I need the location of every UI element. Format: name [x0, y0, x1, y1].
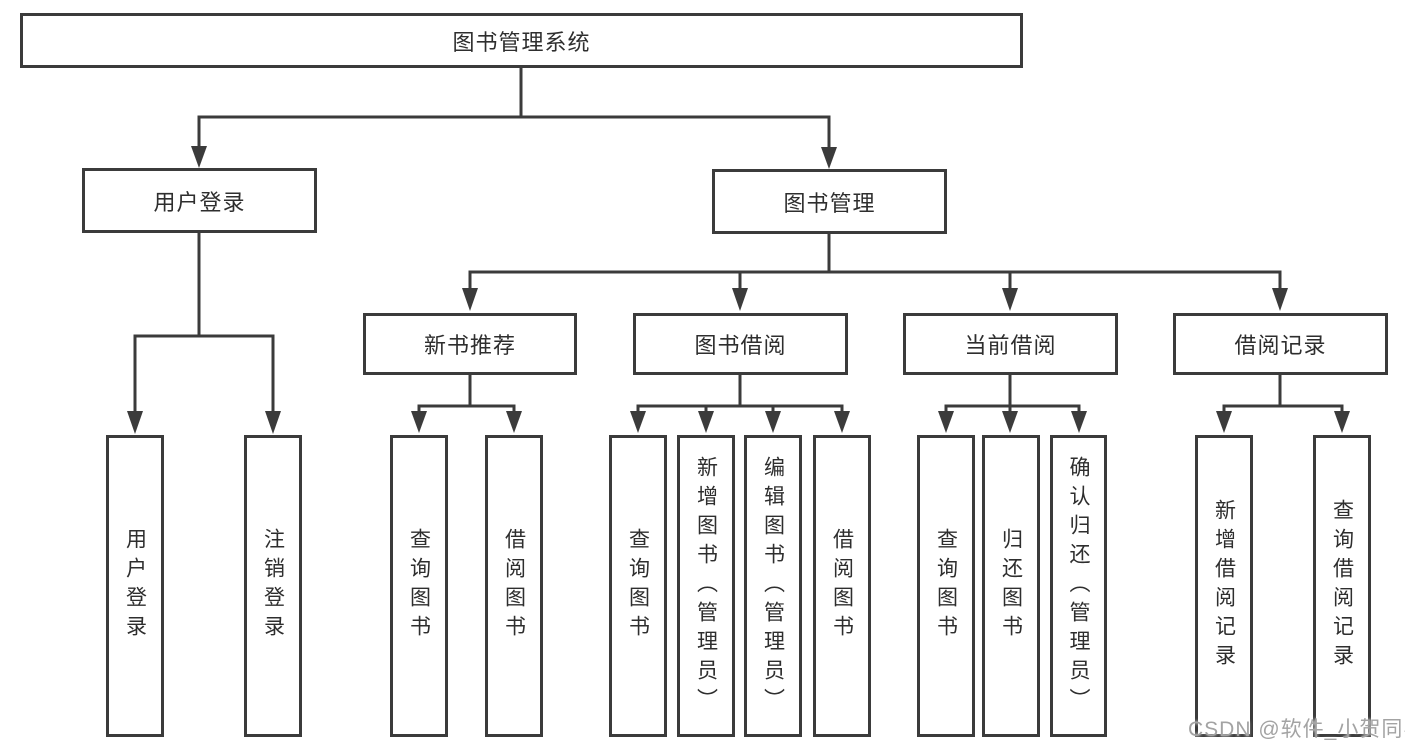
leaf-user-login: 用户登录 [106, 435, 164, 737]
node-label: 图书管理系统 [452, 29, 591, 55]
leaf-current-confirm-return-admin: 确认归还（管理员） [1050, 435, 1107, 737]
node-label: 归还图书 [999, 528, 1023, 644]
node-library-management-system: 图书管理系统 [20, 13, 1023, 68]
leaf-borrow-query-book: 查询图书 [609, 435, 667, 737]
leaf-current-query-book: 查询图书 [917, 435, 975, 737]
leaf-borrow-borrow-book: 借阅图书 [813, 435, 871, 737]
leaf-borrow-edit-book-admin: 编辑图书（管理员） [744, 435, 802, 737]
node-book-borrow: 图书借阅 [633, 313, 848, 375]
node-user-login: 用户登录 [82, 168, 317, 233]
node-label: 图书借阅 [694, 333, 787, 358]
leaf-logout: 注销登录 [244, 435, 302, 737]
node-label: 查询图书 [407, 528, 431, 644]
node-borrow-record: 借阅记录 [1173, 313, 1388, 375]
node-label: 编辑图书（管理员） [761, 455, 785, 717]
leaf-recommend-query-book: 查询图书 [390, 435, 448, 737]
leaf-borrow-add-book-admin: 新增图书（管理员） [677, 435, 735, 737]
node-label: 当前借阅 [964, 333, 1057, 358]
csdn-watermark: CSDN @软件_小贺同学 [1188, 718, 1405, 741]
node-label: 借阅图书 [830, 528, 854, 644]
leaf-record-add-borrow-record: 新增借阅记录 [1195, 435, 1253, 737]
node-label: 查询借阅记录 [1330, 499, 1354, 673]
node-label: 新增图书（管理员） [694, 455, 718, 717]
node-label: 用户登录 [123, 528, 147, 644]
node-label: 查询图书 [934, 528, 958, 644]
node-label: 借阅记录 [1234, 333, 1327, 358]
node-label: 用户登录 [153, 189, 246, 215]
node-label: 图书管理 [783, 190, 876, 216]
leaf-record-query-borrow-record: 查询借阅记录 [1313, 435, 1371, 737]
node-new-book-recommend: 新书推荐 [363, 313, 577, 375]
node-label: 借阅图书 [502, 528, 526, 644]
node-label: 新增借阅记录 [1212, 499, 1236, 673]
node-label: 查询图书 [626, 528, 650, 644]
node-label: 新书推荐 [423, 333, 516, 358]
node-book-management: 图书管理 [712, 169, 947, 234]
node-label: 确认归还（管理员） [1067, 455, 1090, 717]
leaf-current-return-book: 归还图书 [982, 435, 1040, 737]
leaf-recommend-borrow-book: 借阅图书 [485, 435, 543, 737]
node-current-borrow: 当前借阅 [903, 313, 1118, 375]
node-label: 注销登录 [261, 528, 285, 644]
